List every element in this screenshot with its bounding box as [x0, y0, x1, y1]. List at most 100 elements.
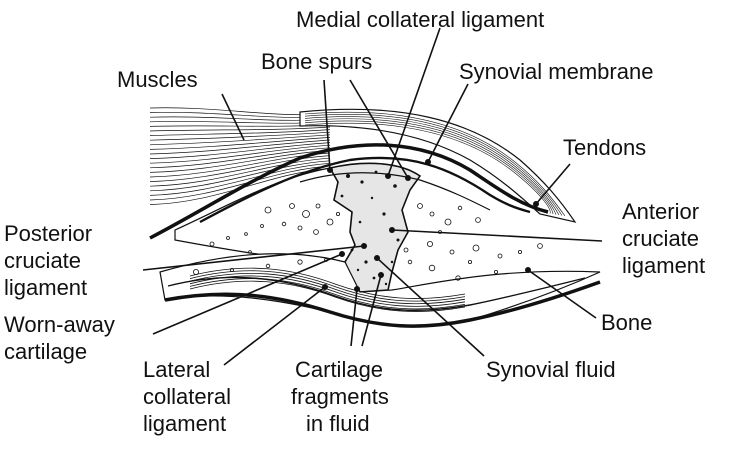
bone-pore	[467, 259, 472, 264]
lower-boundary-inner	[167, 276, 586, 312]
bone-pore	[493, 269, 498, 274]
leader-bone	[527, 269, 597, 319]
label-bone-spurs: Bone spurs	[261, 49, 372, 74]
femur-bone	[174, 167, 356, 263]
muscle-fiber	[149, 134, 331, 146]
bone-pore	[457, 205, 463, 211]
muscle-fiber	[149, 126, 331, 132]
synovial-membrane-layer	[199, 156, 531, 224]
bone-pore	[407, 259, 413, 265]
bone-pore	[192, 268, 199, 275]
bone-pore	[264, 206, 272, 214]
bone-pore	[313, 229, 319, 235]
label-tendons: Tendons	[563, 135, 646, 160]
bone-pore	[326, 218, 334, 226]
cartilage-line	[189, 278, 466, 310]
bone-pore	[472, 244, 480, 252]
muscle-fiber	[149, 137, 331, 150]
leader-bone-spurs-right	[349, 79, 409, 179]
labels: Medial collateral ligament Muscles Bone …	[4, 7, 705, 436]
dot-bone-spur-right	[405, 175, 411, 181]
cartilage-fragment	[393, 184, 397, 188]
bone-pore	[335, 211, 340, 216]
leader-medial-collateral-ligament	[387, 27, 441, 177]
bone-pore	[518, 249, 523, 254]
dot-posterior-cruciate-ligament	[361, 243, 367, 249]
bone-pore	[497, 253, 503, 259]
muscle-fiber	[149, 163, 331, 196]
leader-muscles	[221, 93, 245, 141]
bone-pore	[281, 221, 287, 227]
bone-pore	[475, 217, 481, 223]
cartilage-line	[189, 275, 466, 307]
tendon-fiber	[304, 120, 554, 215]
cartilage-fragment	[346, 174, 350, 178]
muscle-fiber	[149, 165, 331, 201]
leader-posterior-cruciate-ligament	[142, 245, 365, 271]
cartilage-line	[189, 267, 466, 299]
dot-worn-away-cartilage	[339, 251, 345, 257]
cartilage-fragment	[340, 194, 344, 198]
muscle-fiber	[149, 147, 331, 169]
knee-artwork	[149, 107, 601, 328]
dot-cartilage-fragment-right	[378, 272, 384, 278]
leader-lateral-collateral-ligament	[223, 286, 326, 366]
cartilage-fragments-marks	[340, 170, 400, 286]
dot-medial-collateral-ligament	[385, 173, 391, 179]
bone-pore	[209, 241, 215, 247]
cartilage-fragment	[396, 238, 400, 242]
leader-synovial-membrane	[427, 83, 469, 163]
tendon-fiber	[304, 116, 560, 216]
cartilage-fragment	[356, 268, 360, 272]
bone-pore	[260, 224, 264, 228]
muscle-fiber	[149, 155, 331, 182]
leader-anterior-cruciate-ligament	[391, 229, 603, 242]
dot-cartilage-fragment-left	[354, 286, 360, 292]
muscle-fiber	[149, 160, 331, 192]
bone-pore	[297, 225, 303, 231]
label-muscles: Muscles	[117, 67, 198, 92]
muscle-fiber	[149, 157, 331, 187]
bone-pore	[428, 264, 436, 272]
dot-lateral-collateral-ligament	[322, 284, 328, 290]
cartilage-fragment	[370, 196, 374, 200]
label-synovial-fluid: Synovial fluid	[486, 357, 616, 382]
outer-capsule-top	[149, 143, 549, 240]
bone-pore	[244, 232, 248, 236]
cartilage-fragment	[384, 282, 388, 286]
muscle-fiber	[149, 139, 331, 155]
label-cartilage-fragments: Cartilage fragments in fluid	[291, 357, 395, 436]
cartilage-fragment	[364, 260, 368, 264]
bone-texture	[192, 203, 543, 281]
tendon-fiber	[304, 114, 563, 216]
bone-pore	[229, 267, 234, 272]
leader-lines	[142, 27, 603, 366]
label-medial-collateral-ligament: Medial collateral ligament	[296, 7, 544, 32]
cartilage-line	[189, 272, 466, 305]
bone-pore	[403, 247, 409, 253]
muscle-fiber	[149, 142, 331, 159]
tendon-fiber	[304, 118, 557, 215]
tendon-fiber	[304, 122, 551, 214]
bone-pore	[429, 211, 435, 217]
cartilage-layer-upper	[299, 172, 491, 211]
dot-tendons	[533, 201, 539, 207]
cartilage-fragment	[390, 260, 394, 264]
bone-pore	[289, 203, 295, 209]
cartilage-fragment	[374, 170, 378, 174]
bone-pore	[297, 259, 303, 265]
bone-pore	[449, 249, 455, 255]
bone-pore	[444, 218, 452, 226]
label-bone: Bone	[601, 310, 652, 335]
bone-pore	[302, 210, 310, 218]
leader-bone-spurs-left	[323, 79, 331, 171]
label-synovial-membrane: Synovial membrane	[459, 59, 653, 84]
cartilage-fragment	[372, 276, 376, 280]
dot-synovial-fluid	[374, 255, 380, 261]
label-anterior-cruciate-ligament: Anterior cruciate ligament	[622, 199, 705, 278]
dot-bone-spur-left	[327, 167, 333, 173]
bone-pore	[417, 203, 423, 209]
leader-tendons	[535, 163, 571, 205]
bone-pore	[265, 263, 271, 269]
